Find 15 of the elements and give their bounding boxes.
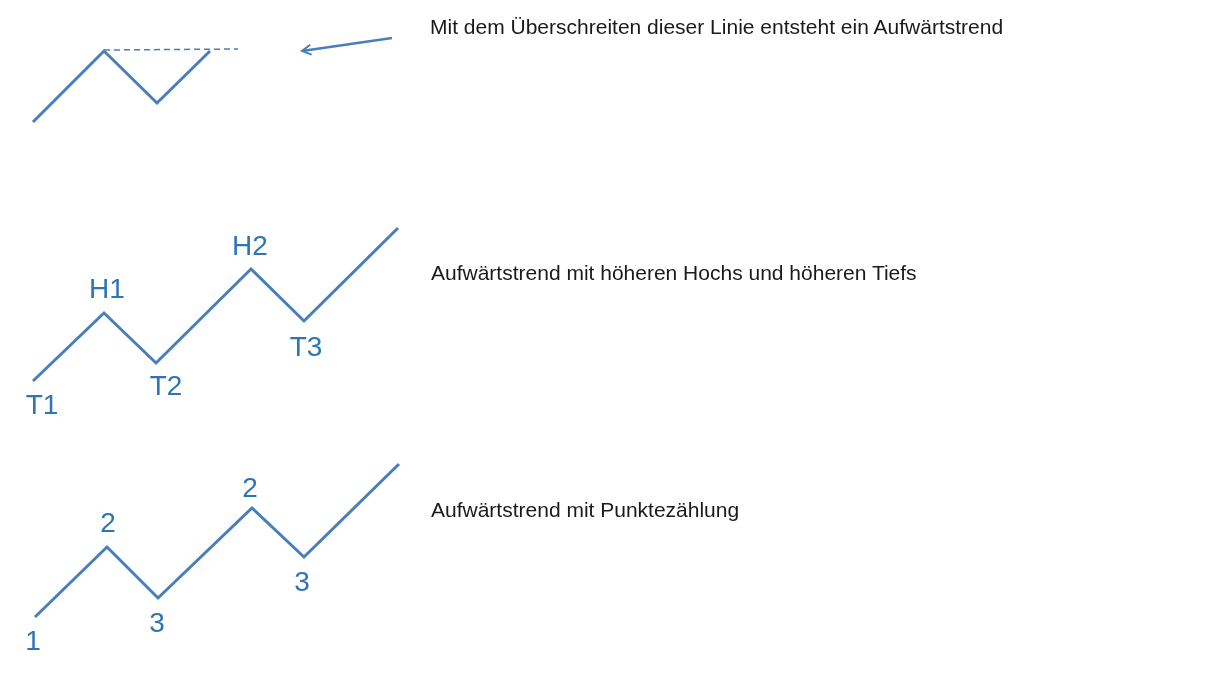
point-label: 3 — [149, 609, 165, 637]
point-label: T1 — [25, 391, 59, 419]
point-label: H2 — [232, 232, 268, 260]
point-label: 2 — [100, 509, 116, 537]
point-label: 1 — [25, 627, 41, 655]
annotation-text: Mit dem Überschreiten dieser Linie entsteht ein Aufwärtstrend — [430, 14, 1004, 41]
point-label: H1 — [89, 275, 125, 303]
point-label: 2 — [242, 474, 258, 502]
point-label: T3 — [289, 333, 323, 361]
point-label: T2 — [149, 372, 183, 400]
dashed-line — [103, 48, 239, 51]
arrow — [301, 36, 393, 56]
description-text: Aufwärtstrend mit Punktezählung — [431, 497, 740, 524]
point-label: 3 — [294, 568, 310, 596]
description-text: Aufwärtstrend mit höheren Hochs und höheren Tiefs — [431, 260, 917, 287]
